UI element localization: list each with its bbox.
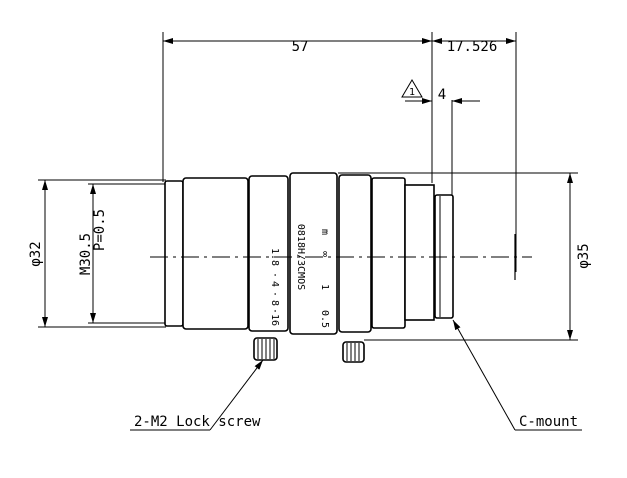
dim-overall-length: 57: [292, 39, 309, 55]
note-marker: 1: [409, 87, 415, 98]
dim-mount-length: 4: [438, 87, 446, 103]
dim-flange-back: 17.526: [447, 39, 498, 55]
dim-thread-pitch: P=0.5: [92, 209, 108, 251]
leader-c-mount: [452, 319, 516, 431]
iris-mark: 16: [269, 314, 280, 326]
iris-mark: ·: [269, 272, 280, 278]
iris-mark: ·: [269, 291, 280, 297]
callout-c-mount: C-mount: [519, 414, 578, 430]
focus-mark: m: [319, 229, 330, 235]
lens-model: 0818H/3CMOS: [295, 224, 306, 290]
extension-lines: [38, 32, 578, 341]
dim-max-diameter: φ35: [576, 243, 592, 268]
dim-front-diameter: φ32: [28, 241, 44, 266]
iris-mark: 4: [269, 281, 280, 287]
focus-mark: ∞: [319, 251, 330, 257]
focus-mark: 0.5: [319, 310, 330, 328]
leader-lock-screw: [209, 359, 264, 431]
lens-body: [164, 172, 454, 335]
iris-mark: 1.8: [269, 248, 280, 266]
iris-scale: 1.8 · 4 · 8 · 16: [269, 248, 280, 326]
lock-screw-icon: [342, 341, 365, 363]
iris-mark: ·: [269, 308, 280, 314]
callout-lock-screw: 2-M2 Lock screw: [134, 414, 261, 430]
focus-mark: 1: [319, 284, 330, 290]
iris-mark: 8: [269, 300, 280, 306]
lock-screw-icon: [253, 337, 278, 361]
dim-filter-thread: M30.5: [78, 233, 94, 275]
note-triangle-icon: [401, 79, 423, 98]
dimension-lines: [42, 38, 573, 340]
focus-scale: m ∞ 1 0.5: [319, 229, 330, 328]
